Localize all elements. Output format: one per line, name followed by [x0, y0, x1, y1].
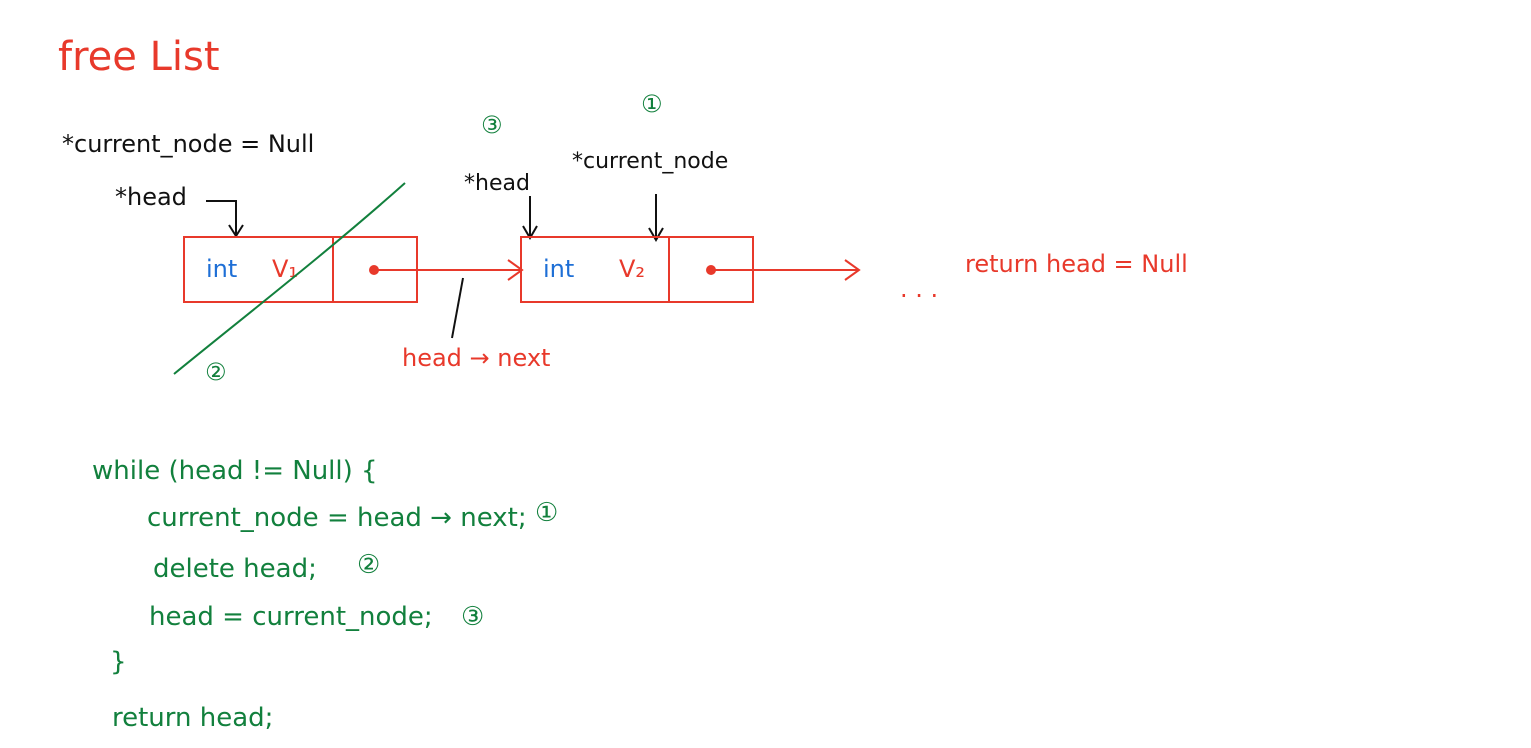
return-null-label: return head = Null: [965, 250, 1188, 278]
code-line-6: return head;: [112, 703, 273, 733]
code-line-2-step: ①: [535, 498, 558, 528]
node-2-type: int: [543, 255, 574, 283]
head-pointer-label-2: *head: [464, 171, 530, 196]
step-2-marker: ②: [205, 358, 227, 386]
node-1-value: V₁: [272, 255, 298, 283]
head-pointer-label-1: *head: [115, 183, 187, 211]
delete-strike-line: [173, 182, 406, 375]
code-block: while (head != Null) { current_node = he…: [92, 456, 558, 733]
code-line-2: current_node = head → next;: [147, 503, 527, 533]
code-line-3: delete head;: [153, 554, 317, 584]
head-next-label: head → next: [402, 344, 550, 372]
node-2-value: V₂: [619, 255, 645, 283]
code-line-4: head = current_node;: [149, 602, 433, 632]
code-line-1: while (head != Null) {: [92, 456, 378, 486]
page-title: free List: [58, 34, 220, 80]
head-next-pointer-line: [451, 277, 464, 339]
current-node-init-label: *current_node = Null: [62, 130, 314, 158]
node-2-next-arrowhead: [844, 259, 861, 281]
list-continuation-ellipsis: . . .: [900, 275, 938, 303]
node-1-type: int: [206, 255, 237, 283]
code-line-3-step: ②: [357, 550, 380, 580]
code-line-4-step: ③: [461, 602, 484, 632]
head-pointer-arrow-1: [206, 200, 237, 234]
step-1-marker: ①: [641, 90, 663, 118]
code-line-5: }: [110, 647, 127, 677]
current-node-pointer-arrowhead: [648, 227, 664, 242]
current-node-pointer-label: *current_node: [572, 149, 728, 174]
step-3-marker: ③: [481, 111, 503, 139]
list-node-2: int V₂: [520, 236, 754, 303]
